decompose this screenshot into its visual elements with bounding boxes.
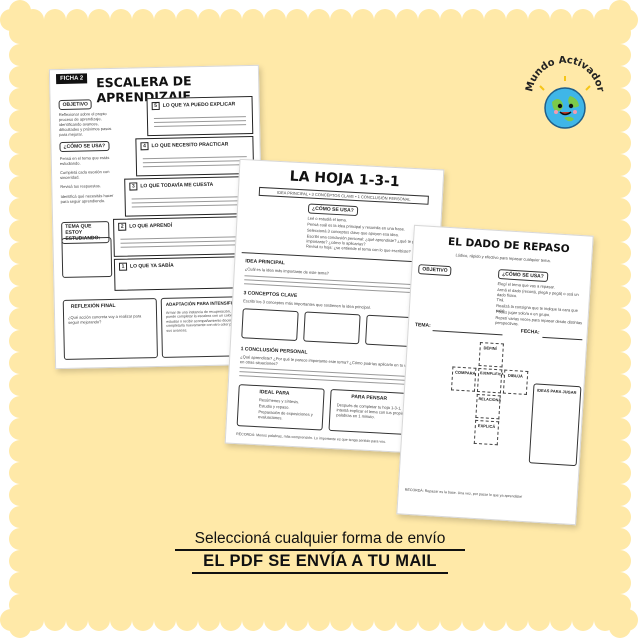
die-face-explica: EXPLICÁ	[473, 419, 500, 446]
howto-label: ¿CÓMO SE USA?	[497, 269, 549, 283]
die-face-relaciona: RELACIONÁ	[475, 393, 501, 420]
final-question: ¿Qué acción concreta voy a realizar para…	[68, 313, 142, 325]
shipping-caption: Seleccioná cualquier forma de envío	[194, 530, 446, 547]
sheet-subtitle: IDEA PRINCIPAL • 3 CONCEPTOS CLAVE • 1 C…	[258, 186, 429, 205]
step-number: 2	[118, 222, 127, 231]
main-idea-label: IDEA PRINCIPAL	[245, 258, 286, 267]
howto-step: Identificá qué necesitás hacer para segu…	[60, 192, 114, 205]
die-face-ejemplifica: EJEMPLIFICÁ	[476, 367, 504, 394]
ideal-item: Preparación de exposiciones y evaluacion…	[257, 409, 313, 421]
worksheet-dado-repaso: EL DADO DE REPASO Lúdico, rápido y efect…	[396, 224, 594, 526]
objective-label: OBJETIVO	[418, 264, 452, 277]
step-label: LO QUE TODAVÍA ME CUESTA	[140, 181, 214, 190]
tema-label: TEMA:	[414, 322, 431, 329]
objective-label: OBJETIVO	[58, 99, 93, 111]
ideas-box: IDEAS PARA JUGAR	[528, 383, 582, 467]
sheet-badge: FICHA 2	[55, 73, 88, 85]
ideal-box: IDEAL PARA Resúmenes y síntesis. Estudio…	[236, 384, 325, 431]
think-label: PARA PENSAR	[351, 394, 388, 402]
ideal-label: IDEAL PARA	[259, 389, 290, 397]
pdf-mail-caption: EL PDF SE ENVÍA A TU MAIL	[203, 552, 437, 570]
die-face-defini: DEFINÍ	[478, 342, 504, 368]
step-label: LO QUE APRENDÍ	[129, 222, 173, 230]
concept-box-1	[241, 308, 299, 342]
step-label: LO QUE YA PUEDO EXPLICAR	[162, 101, 236, 109]
howto-label: ¿CÓMO SE USA?	[59, 140, 110, 153]
ideas-label: IDEAS PARA JUGAR	[537, 387, 577, 395]
howto-step: Revisá tus respuestas.	[60, 183, 101, 190]
step-number: 5	[151, 101, 160, 111]
caption-underline	[175, 549, 465, 551]
topic-box	[61, 236, 113, 278]
objective-text: Reflexionar sobre el propio proceso de a…	[58, 111, 112, 138]
step-number: 1	[118, 262, 128, 271]
die-face-dibuja: DIBUJÁ	[502, 369, 529, 395]
brand-logo: Mundo Activador	[520, 55, 610, 136]
step-label: LO QUE YA SABÍA	[129, 262, 174, 270]
step-number: 3	[129, 182, 138, 191]
fecha-label: FECHA:	[520, 328, 540, 336]
sheet-title: LA HOJA 1-3-1	[289, 168, 401, 191]
final-label: REFLEXIÓN FINAL	[67, 301, 119, 311]
concept-box-2	[303, 311, 361, 345]
howto-step: Completá cada escalón con sinceridad.	[59, 168, 110, 181]
howto-step: Pensá en el tema que estás estudiando.	[59, 154, 110, 167]
final-reflection-box: REFLEXIÓN FINAL ¿Qué acción concreta voy…	[62, 298, 158, 360]
think-text: Después de completar tu hoja 1-3-1, inte…	[336, 402, 407, 420]
step-number: 4	[140, 142, 149, 151]
step-label: LO QUE NECESITO PRACTICAR	[151, 141, 229, 150]
remember-note: RECORDÁ: Repasar es la base. Una vez, po…	[404, 487, 523, 499]
howto-label: ¿CÓMO SE USA?	[307, 203, 358, 217]
die-face-compara: COMPARÁ	[450, 366, 477, 392]
caption-underline	[192, 572, 448, 574]
